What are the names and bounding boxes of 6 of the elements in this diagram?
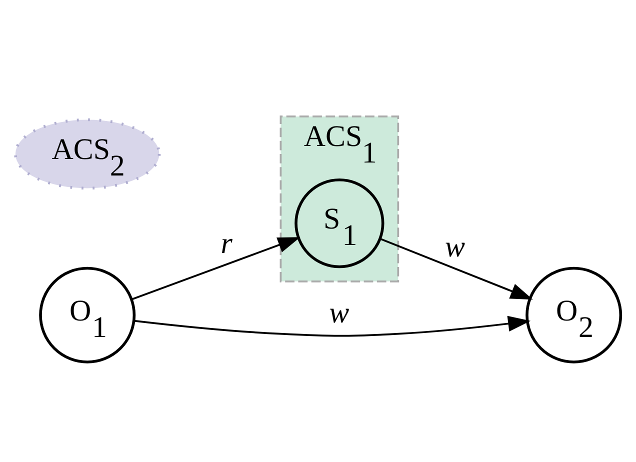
arrow [380,238,533,300]
arrow [131,236,300,300]
edge-label: w [445,230,466,264]
edge-label: r [220,226,232,260]
arrow [134,315,531,336]
edge-label: w [329,296,350,329]
